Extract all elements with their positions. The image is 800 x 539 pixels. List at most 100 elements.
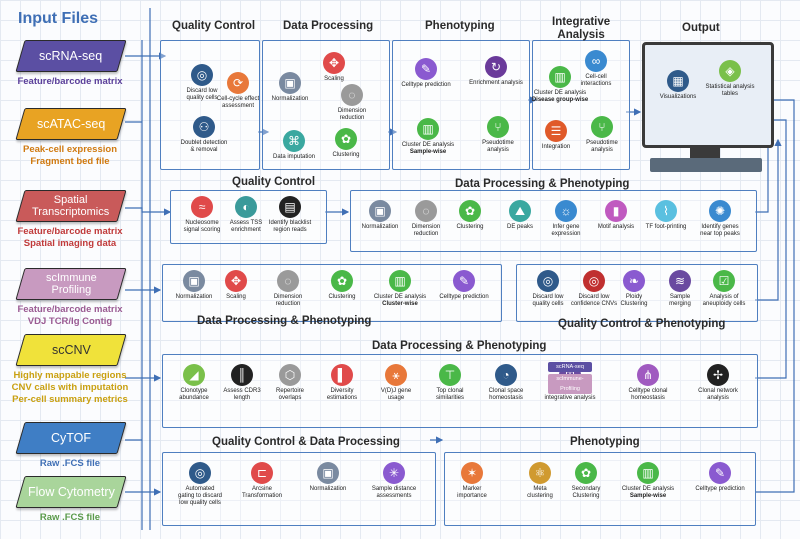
immune2-node-1: ║Assess CDR3 length bbox=[212, 364, 272, 402]
layers-icon: ≋ bbox=[669, 270, 691, 292]
multimodal-tag-0: scRNA-seq bbox=[548, 362, 592, 372]
pheno1-box bbox=[392, 40, 530, 170]
input-5-label: CyTOF bbox=[50, 431, 92, 445]
cytof_qc-node-2: ▣Normalization bbox=[298, 462, 358, 493]
input-3-label: scImmune Profiling bbox=[45, 272, 97, 296]
rna-node-5-label: Dimension reduction bbox=[337, 108, 367, 121]
input-4-desc-0: Highly mappable regions bbox=[13, 370, 127, 381]
input-4-label: scCNV bbox=[51, 343, 91, 357]
rna-node-5: ◌Dimension reduction bbox=[322, 84, 382, 122]
rna-node-1-label: Cell-cycle effect assessment bbox=[216, 96, 260, 109]
pen-icon: ✎ bbox=[453, 270, 475, 292]
input-0-desc-0: Feature/barcode matrix bbox=[17, 76, 123, 87]
atac_dp-node-6: ⌇TF foot-printing bbox=[636, 200, 696, 231]
rna-node-4: ✥Scaling bbox=[304, 52, 364, 83]
atac_qc-node-0-label: Nucleosome signal scoring bbox=[183, 220, 221, 233]
cytof_qc-node-1: ⊏Arcsine Transformation bbox=[232, 462, 292, 500]
dp-immune2-box bbox=[162, 354, 758, 428]
input-1-desc-0: Peak-cell expression bbox=[23, 144, 117, 155]
atac_dp-node-0-label: Normalization bbox=[361, 224, 399, 230]
input-1-shape[interactable]: scATAC-seq bbox=[15, 108, 127, 140]
immune_dp-node-1: ✥ Scaling bbox=[206, 270, 266, 301]
immune_dp-node-4-bold: Cluster-wise bbox=[382, 301, 418, 307]
rna-node-14: ☰Integration bbox=[526, 120, 586, 151]
network-icon: ⌘ bbox=[283, 130, 305, 152]
atac_dp-node-1-label: Dimension reduction bbox=[411, 224, 441, 237]
cluster-icon: ✿ bbox=[331, 270, 353, 292]
arcsine-icon: ⊏ bbox=[251, 462, 273, 484]
pheno-cytof-box bbox=[444, 452, 756, 526]
multimodal-tag-1: scImmune-Profiling bbox=[548, 374, 592, 394]
genes-icon: ✺ bbox=[709, 200, 731, 222]
atac_dp-node-5: ▮Motif analysis bbox=[586, 200, 646, 231]
input-2-shape[interactable]: Spatial Transcriptomics bbox=[15, 190, 127, 222]
pen-icon: ✎ bbox=[415, 58, 437, 80]
immune2-node-8-label: Celltype clonal homeostasis bbox=[628, 388, 668, 401]
marker-icon: ✶ bbox=[461, 462, 483, 484]
rna-node-4-label: Scaling bbox=[324, 76, 344, 82]
immune2-node-9: ✢Clonal network analysis bbox=[688, 364, 748, 402]
input-6-desc-0: Raw .FCS file bbox=[39, 512, 101, 523]
scale-icon: ✥ bbox=[225, 270, 247, 292]
dp-atac-box bbox=[350, 190, 757, 252]
pseudotime-icon: ⑂ bbox=[591, 116, 613, 138]
immune2-node-4-label: V(D)J gene usage bbox=[380, 388, 412, 401]
cytof_pheno-node-0: ✶Marker importance bbox=[442, 462, 502, 500]
input-5-shape[interactable]: CyTOF bbox=[15, 422, 127, 454]
immune2-node-3: ▌Diversity estimations bbox=[312, 364, 372, 402]
immune2-node-6: ◔Clonal space homeostasis bbox=[476, 364, 536, 402]
dna-icon: ≈ bbox=[191, 196, 213, 218]
cnv_qc-node-2-label: Ploidy Clustering bbox=[620, 294, 648, 307]
atac_dp-node-7: ✺ Identify genes near top peaks bbox=[690, 200, 750, 238]
immune_dp-node-1-label: Scaling bbox=[226, 294, 246, 300]
infer-icon: ☼ bbox=[555, 200, 577, 222]
input-6-shape[interactable]: Flow Cytometry bbox=[15, 476, 127, 508]
distance-icon: ✳ bbox=[383, 462, 405, 484]
integ-title: Integrative Analysis bbox=[552, 16, 611, 41]
atac_dp-node-7-label: Identify genes near top peaks bbox=[700, 224, 740, 237]
cytof_pheno-node-2: ✿Secondary Clustering bbox=[556, 462, 616, 500]
dimension-icon: ◌ bbox=[415, 200, 437, 222]
immune2-node-2-label: Repertoire overlaps bbox=[275, 388, 304, 401]
clonal-network-icon: ✢ bbox=[707, 364, 729, 386]
rna-node-3: ▣Normalization bbox=[260, 72, 320, 103]
rna-node-13-label: Cell-cell interactions bbox=[580, 74, 612, 87]
rna-node-6-label: Data imputation bbox=[272, 154, 316, 160]
rna-node-7-label: Clustering bbox=[332, 152, 360, 158]
cluster-icon: ✿ bbox=[335, 128, 357, 150]
input-4-shape[interactable]: scCNV bbox=[15, 334, 127, 366]
input-3-shape[interactable]: scImmune Profiling bbox=[15, 268, 127, 300]
vdj-icon: ⚹ bbox=[385, 364, 407, 386]
rna-node-11-label: Pseudotime analysis bbox=[482, 140, 514, 153]
integ-box bbox=[532, 40, 630, 170]
tree-icon: ⊤ bbox=[439, 364, 461, 386]
atac_dp-node-1: ◌ Dimension reduction bbox=[396, 200, 456, 238]
diversity-icon: ▌ bbox=[331, 364, 353, 386]
input-2-desc-0: Feature/barcode matrix bbox=[17, 226, 123, 237]
input-0-shape[interactable]: scRNA-seq bbox=[15, 40, 127, 72]
cytof_qc-node-3: ✳Sample distance assessments bbox=[364, 462, 424, 500]
rna-node-10-bold: Sample-wise bbox=[409, 149, 447, 155]
cytof_qc-node-2-label: Normalization bbox=[309, 486, 347, 492]
dp-immune2-title: Data Processing & Phenotyping bbox=[372, 340, 547, 352]
rna-node-8: ✎Celltype prediction bbox=[396, 58, 456, 89]
cytof_pheno-node-1-label: Meta clustering bbox=[527, 486, 553, 499]
qc1-title: Quality Control bbox=[172, 20, 256, 32]
immune2-node-6-label: Clonal space homeostasis bbox=[488, 388, 524, 401]
overlap-icon: ⬡ bbox=[279, 364, 301, 386]
atac_qc-node-0: ≈ Nucleosome signal scoring bbox=[172, 196, 232, 234]
rna-node-1: ⟳Cell-cycle effect assessment bbox=[208, 72, 268, 110]
input-files-title: Input Files bbox=[18, 10, 98, 27]
immune_dp-node-0: ▣Normalization bbox=[164, 270, 224, 301]
input-1-label: scATAC-seq bbox=[36, 117, 106, 131]
input-2-desc-1: Spatial imaging data bbox=[23, 238, 117, 249]
bars-icon: ▥ bbox=[389, 270, 411, 292]
doublet-icon: ⚇ bbox=[193, 116, 215, 138]
target-icon: ◎ bbox=[583, 270, 605, 292]
tss-icon: ◐ bbox=[235, 196, 257, 218]
